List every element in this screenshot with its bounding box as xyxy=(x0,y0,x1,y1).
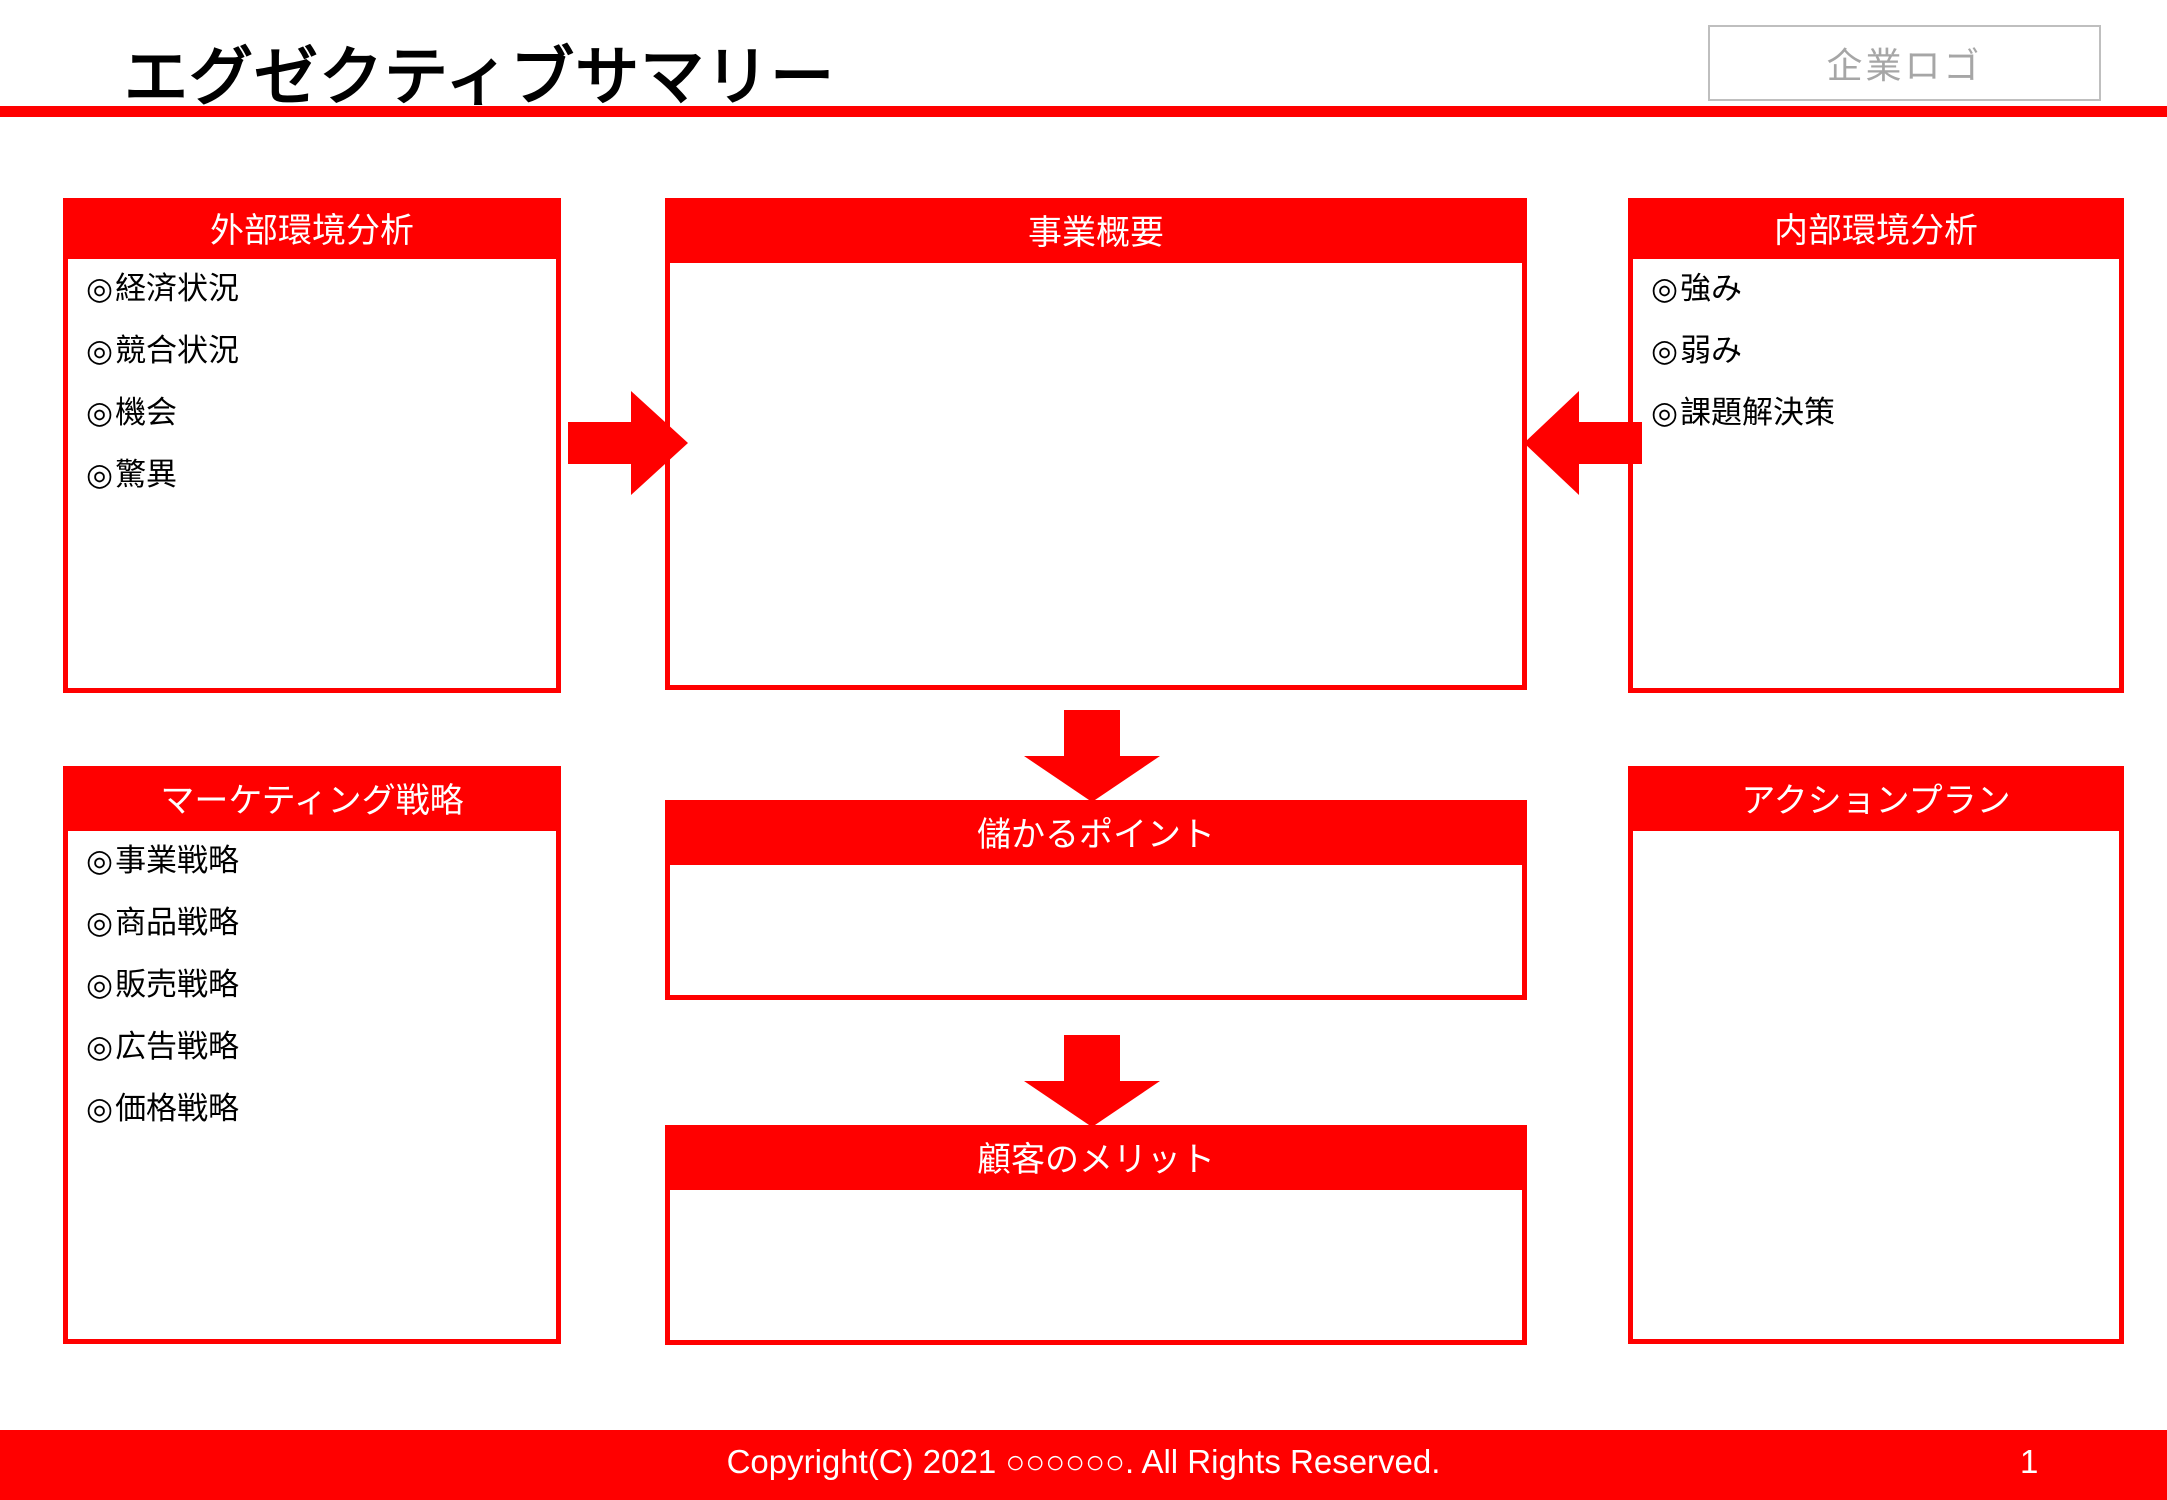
panel-business-overview: 事業概要 xyxy=(665,198,1527,690)
double-circle-bullet-icon: ◎ xyxy=(1651,395,1679,430)
panel-external-analysis-body: ◎ 経済状況 ◎ 競合状況 ◎ 機会 ◎ 驚異 xyxy=(68,259,556,490)
panel-profit-point: 儲かるポイント xyxy=(665,800,1527,1000)
panel-action-plan: アクションプラン xyxy=(1628,766,2124,1344)
footer-bar xyxy=(0,1430,2167,1500)
arrow-down-icon xyxy=(1024,710,1160,802)
page-number: 1 xyxy=(2020,1443,2039,1480)
list-item-label: 機会 xyxy=(115,395,178,430)
list-item-label: 事業戦略 xyxy=(115,843,240,878)
panel-marketing-strategy-title: マーケティング戦略 xyxy=(68,771,556,831)
company-logo-label: 企業ロゴ xyxy=(1826,45,1983,86)
double-circle-bullet-icon: ◎ xyxy=(86,1091,114,1126)
company-logo-placeholder: 企業ロゴ xyxy=(1708,25,2101,101)
panel-profit-point-body xyxy=(670,865,1522,879)
list-item: ◎ 競合状況 xyxy=(86,335,556,366)
panel-business-overview-body xyxy=(670,263,1522,277)
panel-profit-point-title: 儲かるポイント xyxy=(670,805,1522,865)
list-item-label: 弱み xyxy=(1680,333,1743,368)
list-item: ◎ 事業戦略 xyxy=(86,845,556,876)
list-item-label: 競合状況 xyxy=(115,333,240,368)
arrow-left-icon xyxy=(1524,391,1642,495)
panel-external-analysis: 外部環境分析 ◎ 経済状況 ◎ 競合状況 ◎ 機会 ◎ 驚異 xyxy=(63,198,561,693)
list-item: ◎ 商品戦略 xyxy=(86,907,556,938)
list-item-label: 課題解決策 xyxy=(1680,395,1836,430)
list-item-label: 驚異 xyxy=(115,457,178,492)
list-item-label: 販売戦略 xyxy=(115,967,240,1002)
panel-marketing-strategy-body: ◎ 事業戦略 ◎ 商品戦略 ◎ 販売戦略 ◎ 広告戦略 ◎ 価格戦略 xyxy=(68,831,556,1124)
double-circle-bullet-icon: ◎ xyxy=(86,333,114,368)
list-item: ◎ 弱み xyxy=(1651,335,2119,366)
double-circle-bullet-icon: ◎ xyxy=(86,271,114,306)
list-item: ◎ 広告戦略 xyxy=(86,1031,556,1062)
double-circle-bullet-icon: ◎ xyxy=(86,457,114,492)
list-item-label: 商品戦略 xyxy=(115,905,240,940)
page-title: エグゼクティブサマリー xyxy=(124,41,836,113)
panel-external-analysis-title: 外部環境分析 xyxy=(68,203,556,259)
list-item-label: 強み xyxy=(1680,271,1743,306)
panel-action-plan-title: アクションプラン xyxy=(1633,771,2119,831)
list-item-label: 広告戦略 xyxy=(115,1029,240,1064)
footer-copyright: Copyright(C) 2021 ○○○○○○. All Rights Res… xyxy=(726,1443,1441,1480)
double-circle-bullet-icon: ◎ xyxy=(1651,333,1679,368)
list-item: ◎ 価格戦略 xyxy=(86,1093,556,1124)
panel-customer-benefit: 顧客のメリット xyxy=(665,1125,1527,1345)
panel-customer-benefit-body xyxy=(670,1190,1522,1204)
double-circle-bullet-icon: ◎ xyxy=(86,843,114,878)
header-divider-rule xyxy=(0,106,2167,117)
list-item: ◎ 強み xyxy=(1651,273,2119,304)
double-circle-bullet-icon: ◎ xyxy=(86,905,114,940)
list-item: ◎ 経済状況 xyxy=(86,273,556,304)
double-circle-bullet-icon: ◎ xyxy=(1651,271,1679,306)
panel-internal-analysis-body: ◎ 強み ◎ 弱み ◎ 課題解決策 xyxy=(1633,259,2119,428)
panel-internal-analysis-title: 内部環境分析 xyxy=(1633,203,2119,259)
double-circle-bullet-icon: ◎ xyxy=(86,967,114,1002)
list-item: ◎ 課題解決策 xyxy=(1651,397,2119,428)
list-item: ◎ 機会 xyxy=(86,397,556,428)
panel-marketing-strategy: マーケティング戦略 ◎ 事業戦略 ◎ 商品戦略 ◎ 販売戦略 ◎ 広告戦略 ◎ … xyxy=(63,766,561,1344)
double-circle-bullet-icon: ◎ xyxy=(86,1029,114,1064)
panel-customer-benefit-title: 顧客のメリット xyxy=(670,1130,1522,1190)
double-circle-bullet-icon: ◎ xyxy=(86,395,114,430)
list-item: ◎ 驚異 xyxy=(86,459,556,490)
list-item-label: 価格戦略 xyxy=(115,1091,240,1126)
panel-business-overview-title: 事業概要 xyxy=(670,203,1522,263)
list-item: ◎ 販売戦略 xyxy=(86,969,556,1000)
panel-action-plan-body xyxy=(1633,831,2119,845)
arrow-down-icon xyxy=(1024,1035,1160,1127)
list-item-label: 経済状況 xyxy=(115,271,240,306)
arrow-right-icon xyxy=(568,391,688,495)
panel-internal-analysis: 内部環境分析 ◎ 強み ◎ 弱み ◎ 課題解決策 xyxy=(1628,198,2124,693)
